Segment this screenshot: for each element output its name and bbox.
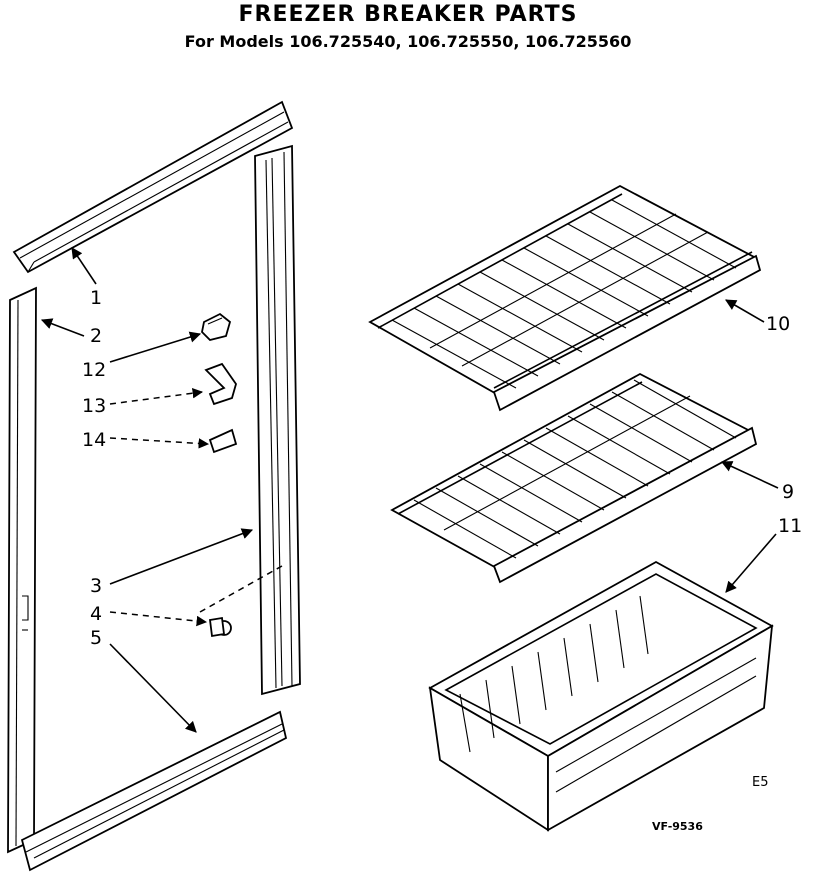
model-numbers: For Models 106.725540, 106.725550, 106.7… (184, 32, 632, 51)
callout-2: 2 (90, 325, 102, 347)
callout-12: 12 (82, 359, 106, 381)
right-breaker-strip (254, 144, 301, 696)
callout-10: 10 (766, 313, 790, 335)
spring-clip-part-14 (208, 428, 238, 454)
callout-13: 13 (82, 395, 106, 417)
callout-1: 1 (90, 287, 102, 309)
callout-9: 9 (782, 481, 794, 503)
diagram-title: FREEZER BREAKER PARTS (238, 2, 578, 27)
upper-wire-shelf (368, 184, 762, 412)
section-code: E5 (752, 775, 769, 790)
freezer-pan (428, 560, 774, 832)
callout-4: 4 (90, 603, 102, 625)
callout-11: 11 (778, 515, 802, 537)
bracket-part-13 (204, 362, 237, 406)
callout-5: 5 (90, 627, 102, 649)
callout-3: 3 (90, 575, 102, 597)
grommet-part-4 (208, 616, 232, 638)
bottom-breaker-strip (20, 710, 288, 872)
drawing-number: VF-9536 (652, 820, 703, 833)
leader-lines (40, 247, 779, 733)
lower-wire-shelf (390, 372, 758, 584)
callout-14: 14 (82, 429, 106, 451)
clip-part-12 (201, 312, 232, 341)
top-breaker-strip (12, 100, 294, 274)
left-breaker-strip (7, 286, 37, 854)
